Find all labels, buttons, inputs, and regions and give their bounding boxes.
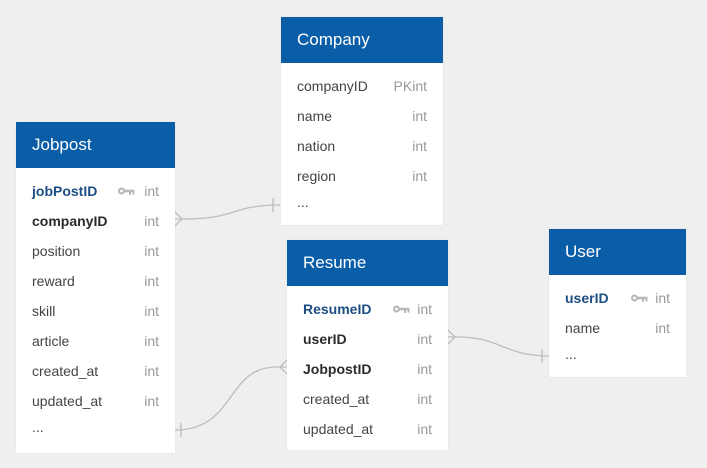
table-fields: ResumeID int userID int JobpostID int cr… xyxy=(287,286,448,444)
table-header: Resume xyxy=(287,240,448,286)
more-fields-row[interactable]: ... xyxy=(549,343,686,373)
field-type: int xyxy=(144,363,159,379)
key-icon xyxy=(631,294,648,302)
field-name: region xyxy=(297,168,336,184)
relationship-resume-jobpost[interactable] xyxy=(174,359,288,437)
field-name: reward xyxy=(32,273,75,289)
relationship-resume-user[interactable] xyxy=(447,329,550,363)
field-row[interactable]: companyID PKint xyxy=(281,71,443,101)
more-fields-row[interactable]: ... xyxy=(281,191,443,221)
field-row-primary-key[interactable]: ResumeID int xyxy=(287,294,448,324)
field-type: int xyxy=(417,361,432,377)
key-icon xyxy=(393,305,410,313)
connector-line xyxy=(174,366,287,431)
field-name: jobPostID xyxy=(32,183,98,199)
relationship-jobpost-company[interactable] xyxy=(174,198,281,227)
connector-line xyxy=(448,336,550,357)
field-type: int xyxy=(655,290,670,306)
field-row[interactable]: article int xyxy=(16,326,175,356)
field-row[interactable]: reward int xyxy=(16,266,175,296)
field-name: ... xyxy=(565,346,577,362)
field-type: int xyxy=(412,108,427,124)
field-name: position xyxy=(32,243,81,259)
field-name: userID xyxy=(303,331,347,347)
table-header: Jobpost xyxy=(16,122,175,168)
field-row[interactable]: name int xyxy=(281,101,443,131)
field-name: skill xyxy=(32,303,56,319)
field-row-foreign-key[interactable]: JobpostID int xyxy=(287,354,448,384)
field-row-primary-key[interactable]: jobPostID int xyxy=(16,176,175,206)
field-name: ... xyxy=(297,194,309,210)
connector-line xyxy=(175,204,281,220)
field-name: created_at xyxy=(303,391,370,407)
field-name: companyID xyxy=(297,78,368,94)
more-fields-row[interactable]: ... xyxy=(16,416,175,446)
field-name: updated_at xyxy=(303,421,374,437)
table-company[interactable]: Company companyID PKint name int nation … xyxy=(281,17,443,225)
field-row-primary-key[interactable]: userID int xyxy=(549,283,686,313)
field-type: int xyxy=(144,303,159,319)
field-name: ResumeID xyxy=(303,301,372,317)
field-type: int xyxy=(417,421,432,437)
field-type: PKint xyxy=(393,78,427,94)
field-row[interactable]: nation int xyxy=(281,131,443,161)
table-fields: jobPostID int companyID int position int… xyxy=(16,168,175,446)
field-row-foreign-key[interactable]: companyID int xyxy=(16,206,175,236)
field-row-foreign-key[interactable]: userID int xyxy=(287,324,448,354)
key-icon xyxy=(118,187,135,195)
table-header: Company xyxy=(281,17,443,63)
field-row[interactable]: skill int xyxy=(16,296,175,326)
field-row[interactable]: name int xyxy=(549,313,686,343)
field-type: int xyxy=(144,243,159,259)
table-header: User xyxy=(549,229,686,275)
table-fields: userID int name int ... xyxy=(549,275,686,373)
table-resume[interactable]: Resume ResumeID int userID int JobpostID… xyxy=(287,240,448,450)
field-type: int xyxy=(412,168,427,184)
field-type: int xyxy=(655,320,670,336)
field-name: userID xyxy=(565,290,609,306)
field-type: int xyxy=(144,183,159,199)
field-row[interactable]: created_at int xyxy=(16,356,175,386)
field-type: int xyxy=(144,213,159,229)
field-name: article xyxy=(32,333,70,349)
field-row[interactable]: updated_at int xyxy=(16,386,175,416)
field-row[interactable]: position int xyxy=(16,236,175,266)
table-user[interactable]: User userID int name int ... xyxy=(549,229,686,377)
field-row[interactable]: created_at int xyxy=(287,384,448,414)
field-type: int xyxy=(144,273,159,289)
field-type: int xyxy=(144,393,159,409)
field-type: int xyxy=(417,331,432,347)
field-name: name xyxy=(565,320,601,336)
field-type: int xyxy=(144,333,159,349)
field-name: name xyxy=(297,108,333,124)
table-fields: companyID PKint name int nation int regi… xyxy=(281,63,443,221)
field-name: companyID xyxy=(32,213,108,229)
field-name: updated_at xyxy=(32,393,103,409)
field-name: created_at xyxy=(32,363,99,379)
table-jobpost[interactable]: Jobpost jobPostID int companyID int posi… xyxy=(16,122,175,453)
field-row[interactable]: updated_at int xyxy=(287,414,448,444)
field-name: nation xyxy=(297,138,336,154)
field-name: ... xyxy=(32,419,44,435)
field-type: int xyxy=(417,391,432,407)
field-name: JobpostID xyxy=(303,361,372,377)
field-type: int xyxy=(412,138,427,154)
field-row[interactable]: region int xyxy=(281,161,443,191)
field-type: int xyxy=(417,301,432,317)
